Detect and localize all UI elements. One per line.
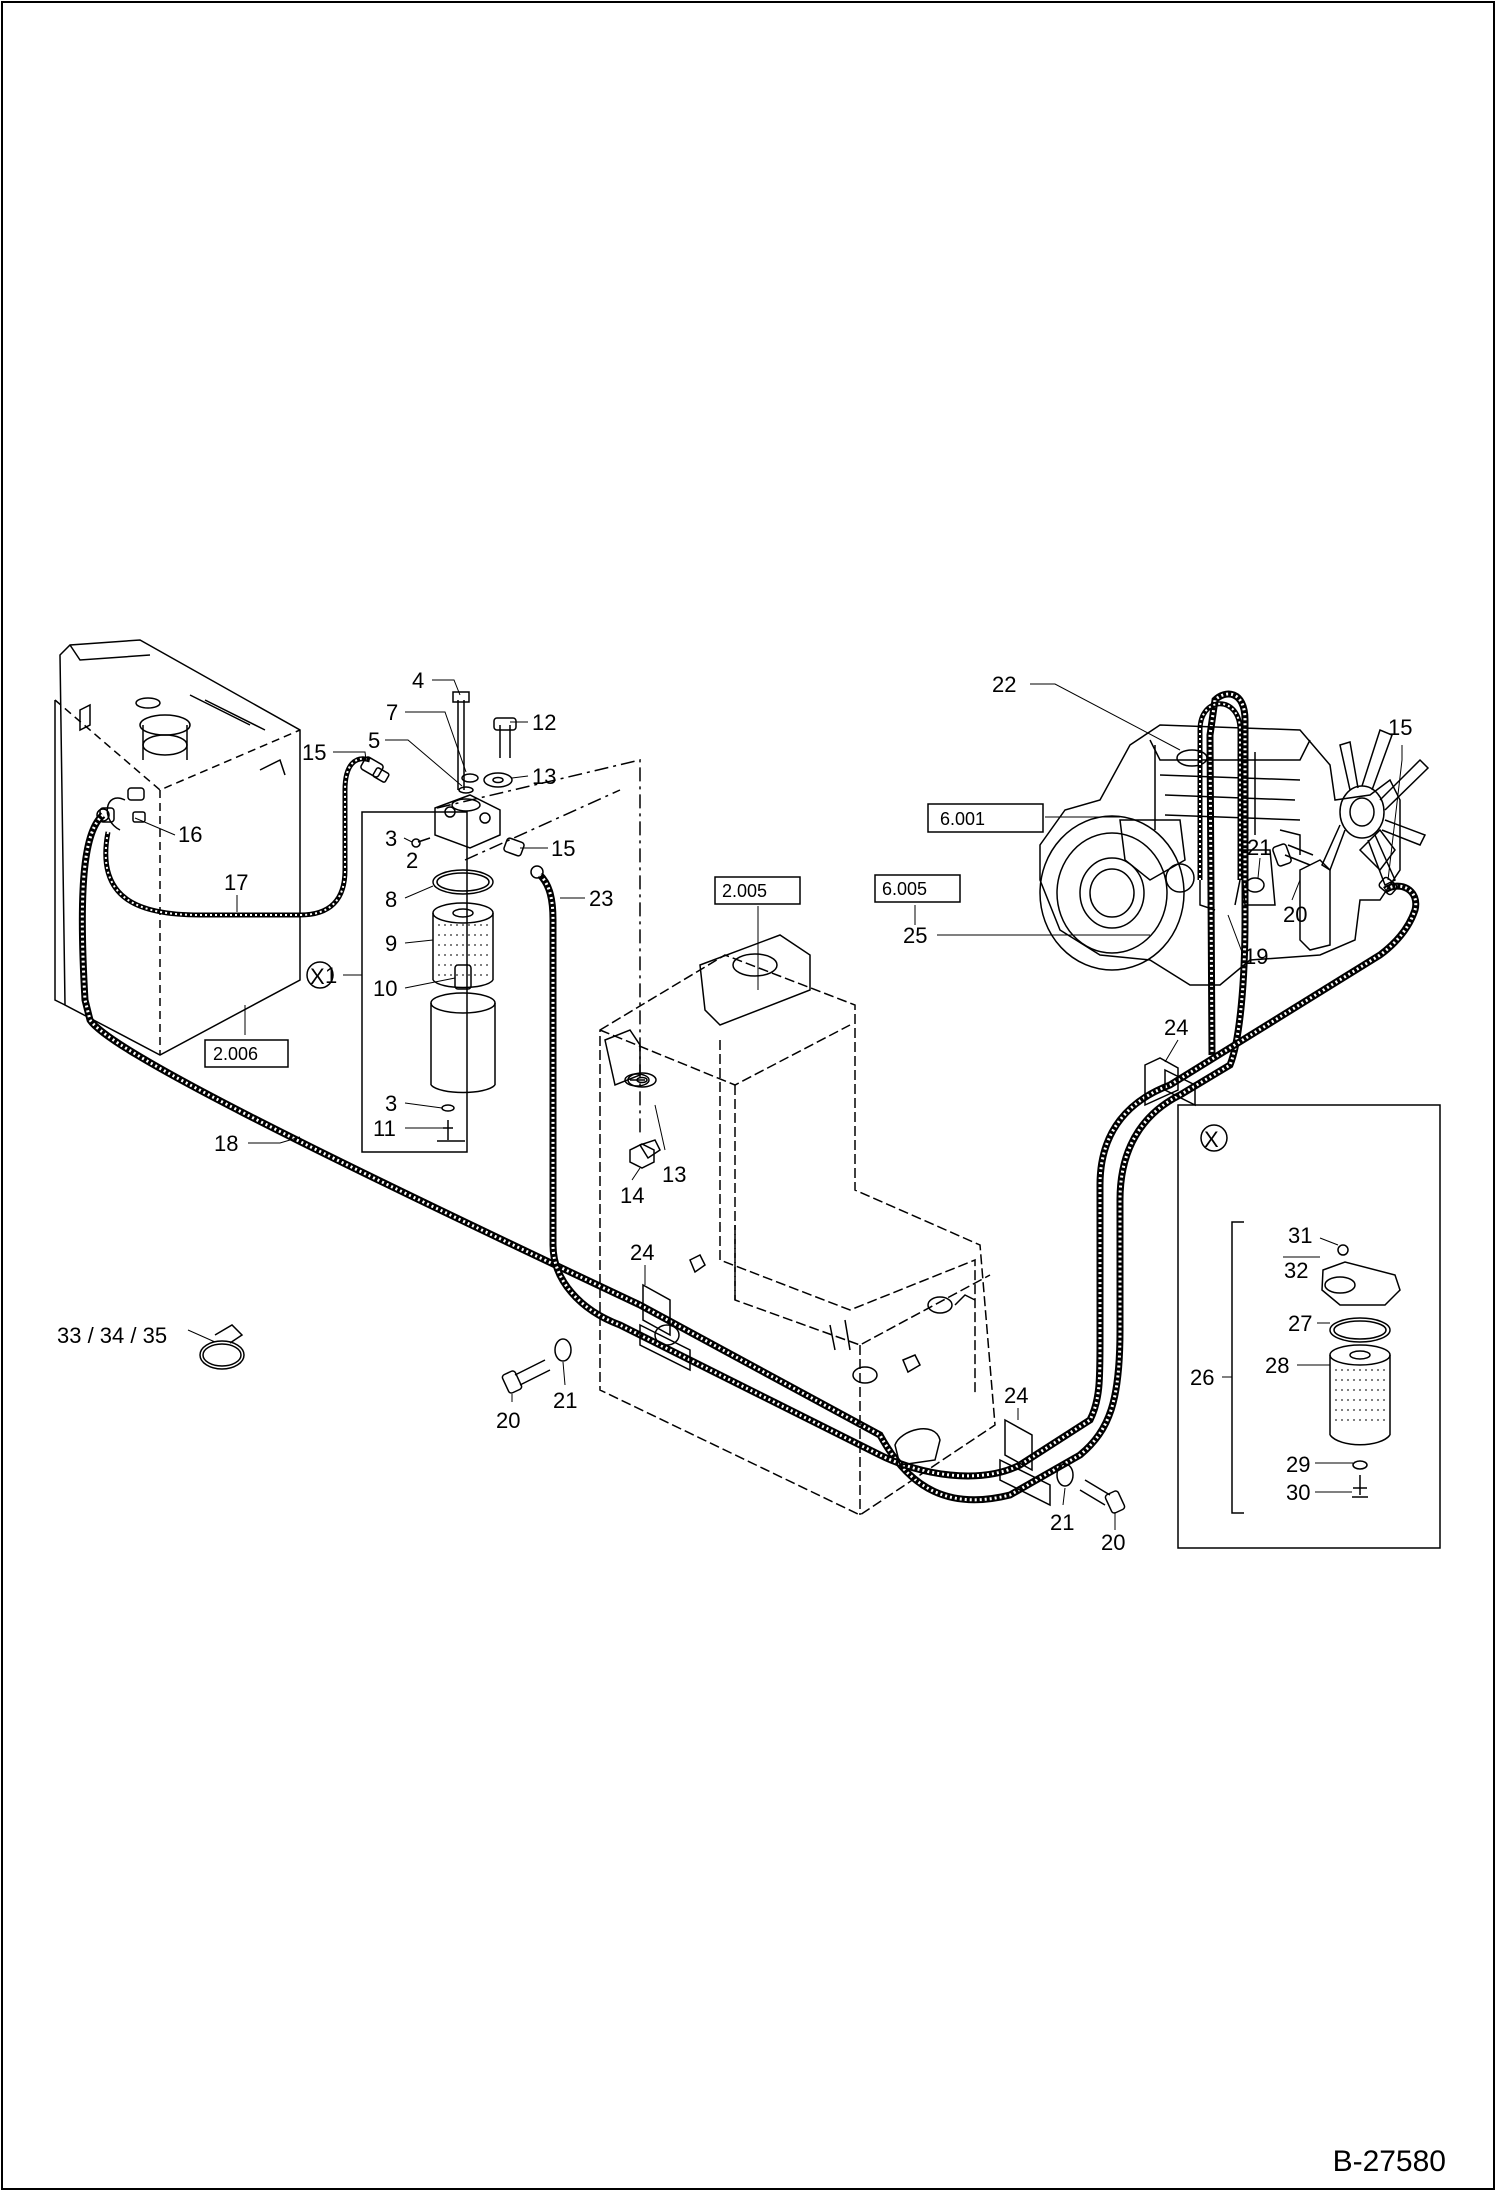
reference-boxes xyxy=(204,803,1044,1068)
callout-21: 21 xyxy=(553,1388,577,1413)
callout-2: 2 xyxy=(406,848,418,873)
callout-12: 12 xyxy=(532,710,556,735)
leader-lines xyxy=(134,679,1403,1530)
hose-23 xyxy=(537,872,1420,1480)
callout-8: 8 xyxy=(385,887,397,912)
callout-5: 5 xyxy=(368,728,380,753)
reference-6-005: 6.005 xyxy=(882,879,927,899)
nut-and-washer xyxy=(627,1072,657,1169)
callout-20: 20 xyxy=(1283,902,1307,927)
bolt-and-washer-right xyxy=(1056,1463,1126,1514)
callout-20: 20 xyxy=(496,1408,520,1433)
callout-25: 25 xyxy=(903,923,927,948)
callout-23: 23 xyxy=(589,886,613,911)
callout-15: 15 xyxy=(1388,715,1412,740)
hose-clip xyxy=(199,1324,245,1370)
callout-18: 18 xyxy=(214,1131,238,1156)
tank-fittings xyxy=(96,756,390,823)
callout-30: 30 xyxy=(1286,1480,1310,1505)
callout-13: 13 xyxy=(662,1162,686,1187)
callout-24: 24 xyxy=(630,1240,654,1265)
detail-box xyxy=(1177,1104,1441,1549)
hose-clamps xyxy=(639,1057,1196,1507)
reference-2-005: 2.005 xyxy=(722,881,767,901)
callout-33-34-35: 33 / 34 / 35 xyxy=(57,1323,167,1348)
document-id: B-27580 xyxy=(1332,2145,1446,2178)
detail-marker-label: X xyxy=(310,964,325,989)
callout-21: 21 xyxy=(1050,1510,1074,1535)
detail-marker-circle xyxy=(306,961,334,989)
callout-22: 22 xyxy=(992,672,1016,697)
callout-32: 32 xyxy=(1284,1258,1308,1283)
callout-11: 11 xyxy=(373,1116,396,1141)
callout-27: 27 xyxy=(1288,1311,1312,1336)
callout-24: 24 xyxy=(1004,1383,1028,1408)
callout-28: 28 xyxy=(1265,1353,1289,1378)
callout-15: 15 xyxy=(302,740,326,765)
callout-31: 31 xyxy=(1288,1223,1312,1248)
detail-marker-label-box: X xyxy=(1204,1127,1219,1152)
callout-16: 16 xyxy=(178,822,202,847)
callout-29: 29 xyxy=(1286,1452,1310,1477)
callout-20: 20 xyxy=(1101,1530,1125,1555)
engine xyxy=(1039,701,1430,986)
callout-26: 26 xyxy=(1190,1365,1214,1390)
callout-1: 1 xyxy=(325,963,337,988)
callout-7: 7 xyxy=(386,700,398,725)
callout-24: 24 xyxy=(1164,1015,1188,1040)
callout-3: 3 xyxy=(385,826,397,851)
callout-13: 13 xyxy=(532,764,556,789)
callout-9: 9 xyxy=(385,931,397,956)
callout-19: 19 xyxy=(1244,944,1268,969)
callout-3: 3 xyxy=(385,1091,397,1116)
fuel-filter-assembly xyxy=(361,691,641,1153)
reference-6-001: 6.001 xyxy=(940,809,985,829)
callout-10: 10 xyxy=(373,976,397,1001)
callout-14: 14 xyxy=(620,1183,644,1208)
reference-2-006: 2.006 xyxy=(213,1044,258,1064)
hose-18 xyxy=(78,690,1249,1504)
callout-15: 15 xyxy=(551,836,575,861)
bolt-and-washer-left xyxy=(501,1338,572,1394)
callout-21: 21 xyxy=(1247,835,1271,860)
callout-17: 17 xyxy=(224,870,248,895)
callout-4: 4 xyxy=(412,668,424,693)
fuel-tank xyxy=(54,639,301,1056)
chassis-frame xyxy=(599,954,996,1516)
